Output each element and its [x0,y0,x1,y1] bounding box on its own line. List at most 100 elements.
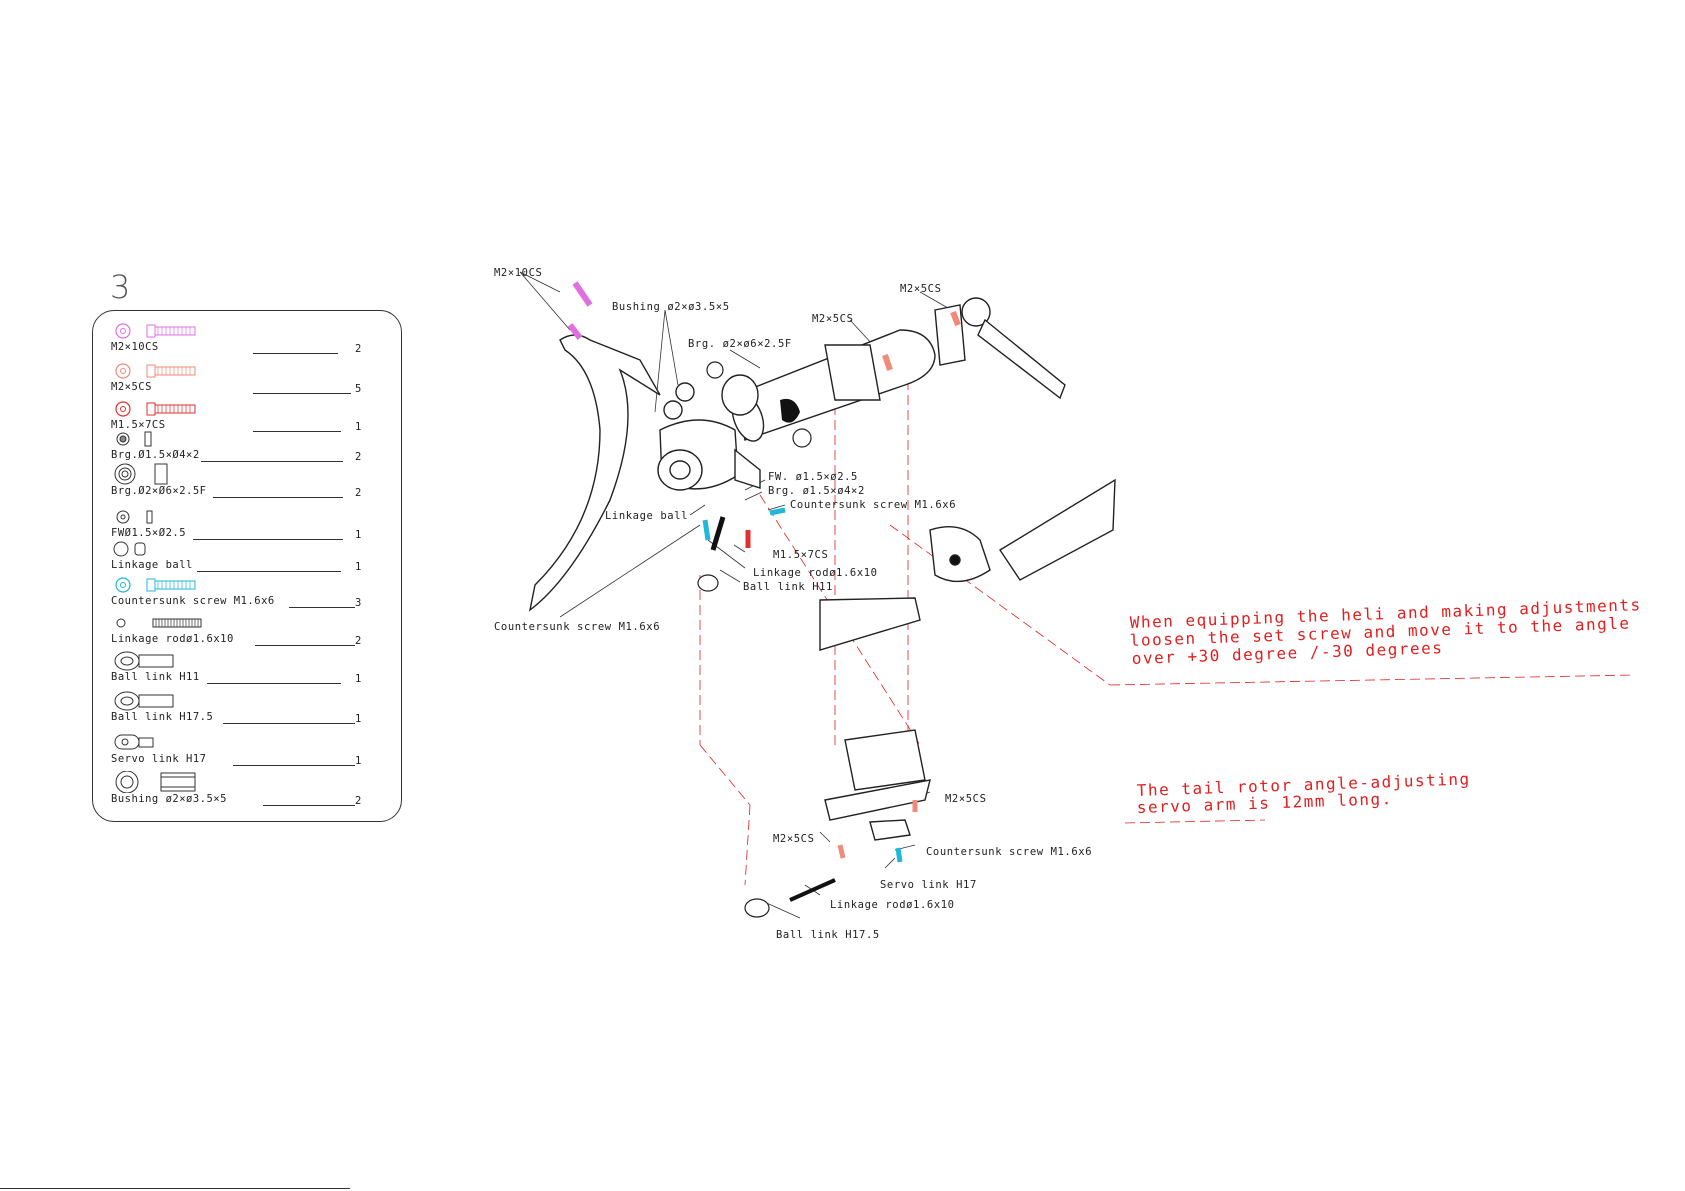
part-name: Ball link H17.5 [111,711,214,723]
part-quantity: 1 [355,713,362,725]
part-quantity: 1 [355,755,362,767]
washer-icon [113,505,203,527]
callout-ball-link-h11: Ball link H11 [743,581,833,593]
callout-m2x10cs: M2×10CS [494,267,542,279]
callout-brg-small: Brg. ø1.5×ø4×2 [768,485,865,497]
part-leader-line [253,393,351,394]
bushing-icon [113,770,203,794]
part-leader-line [223,723,355,724]
callout-fw: FW. ø1.5×ø2.5 [768,471,858,483]
callout-countersunk-servo: Countersunk screw M1.6x6 [926,846,1092,858]
callout-m2x5cs-top-right: M2×5CS [900,283,942,295]
part-quantity: 2 [355,795,362,807]
callout-m2x5cs-servo-left: M2×5CS [773,833,815,845]
part-name: Ball link H11 [111,671,200,683]
screws [567,281,961,863]
part-quantity: 5 [355,383,362,395]
part-quantity: 2 [355,451,362,463]
part-leader-line [197,571,341,572]
screw-icon [113,359,203,381]
part-name: Brg.Ø1.5×Ø4×2 [111,449,200,461]
parts-list-item: Linkage ball 1 [93,537,403,577]
ball-link-icon [113,649,203,671]
part-leader-line [207,683,341,684]
part-name: Linkage ball [111,559,193,571]
part-leader-line [289,607,355,608]
callout-linkage-ball: Linkage ball [605,510,688,522]
part-leader-line [193,539,343,540]
parts-list-item: Ball link H11 1 [93,649,403,689]
part-name: Bushing ø2×ø3.5×5 [111,793,227,805]
parts-list-item: Brg.Ø1.5×Ø4×2 2 [93,427,403,467]
callout-m2x5cs-boom: M2×5CS [812,313,854,325]
screw-icon [113,397,203,419]
servo-link-icon [113,731,203,753]
callout-bushing: Bushing ø2×ø3.5×5 [612,301,730,313]
threaded-rod-icon [113,611,203,633]
parts-list-item: FWØ1.5×Ø2.5 1 [93,505,403,545]
part-name: M2×10CS [111,341,159,353]
part-name: M2×5CS [111,381,152,393]
parts-list-item: M2×10CS 2 [93,319,403,359]
parts-list-item: Ball link H17.5 1 [93,689,403,729]
part-name: M1.5×7CS [111,419,166,431]
part-leader-line [255,645,355,646]
part-leader-line [263,805,355,806]
part-quantity: 3 [355,597,362,609]
parts-list-item: M2×5CS 5 [93,359,403,399]
part-quantity: 1 [355,421,362,433]
part-leader-line [233,765,355,766]
callout-linkage-rod-top: Linkage rodø1.6x10 [753,567,878,579]
linkage-ball-icon [113,537,203,559]
ball-link-icon [113,689,203,711]
tail-gearbox [657,382,761,491]
callout-countersunk-left: Countersunk screw M1.6x6 [494,621,660,633]
step-number: 3 [110,268,131,306]
adjustment-note: When equipping the heli and making adjus… [1129,595,1641,668]
callout-linkage-rod-bottom: Linkage rodø1.6x10 [830,899,955,911]
part-quantity: 1 [355,529,362,541]
part-quantity: 1 [355,673,362,685]
parts-list-item: Brg.Ø2×Ø6×2.5F 2 [93,463,403,503]
callout-brg-flanged: Brg. ø2×ø6×2.5F [688,338,792,350]
parts-list-item: Servo link H17 1 [93,731,403,771]
part-name: FWØ1.5×Ø2.5 [111,527,187,539]
part-name: Brg.Ø2×Ø6×2.5F [111,485,207,497]
part-quantity: 2 [355,635,362,647]
part-leader-line [213,497,343,498]
parts-list-item: Bushing ø2×ø3.5×5 2 [93,770,403,811]
part-quantity: 2 [355,343,362,355]
callout-servo-link: Servo link H17 [880,879,977,891]
callout-ball-link-h175: Ball link H17.5 [776,929,880,941]
callout-m15x7cs: M1.5×7CS [773,549,828,561]
servo-arm-note: The tail rotor angle-adjusting servo arm… [1136,769,1470,817]
tail-servo [824,729,931,841]
part-leader-line [201,461,343,462]
part-name: Servo link H17 [111,753,207,765]
tail-pulley [706,361,812,448]
screw-icon [113,319,203,341]
boom-clamps [824,297,1066,401]
alignment-guide-lines [699,380,1636,886]
flanged-bearing-icon [113,463,203,485]
parts-list-item: M1.5×7CS 1 [93,397,403,437]
part-name: Countersunk screw M1.6x6 [111,595,275,607]
part-leader-line [253,431,341,432]
part-quantity: 1 [355,561,362,573]
part-name: Linkage rodø1.6x10 [111,633,234,645]
part-quantity: 2 [355,487,362,499]
callout-m2x5cs-servo-right: M2×5CS [945,793,987,805]
parts-list-item: Countersunk screw M1.6x6 3 [93,573,403,613]
screw-icon [113,573,203,595]
part-leader-line [253,353,338,354]
callout-labels: M2×10CS Bushing ø2×ø3.5×5 M2×5CS M2×5CS … [494,267,1092,941]
callout-countersunk-top: Countersunk screw M1.6x6 [790,499,956,511]
parts-list-item: Linkage rodø1.6x10 2 [93,611,403,651]
tail-rotor-blades [819,478,1116,651]
linkage-rods [697,516,836,918]
tail-fin [528,334,661,612]
page-bottom-rule [0,1188,350,1189]
bearing-icon [113,427,203,449]
